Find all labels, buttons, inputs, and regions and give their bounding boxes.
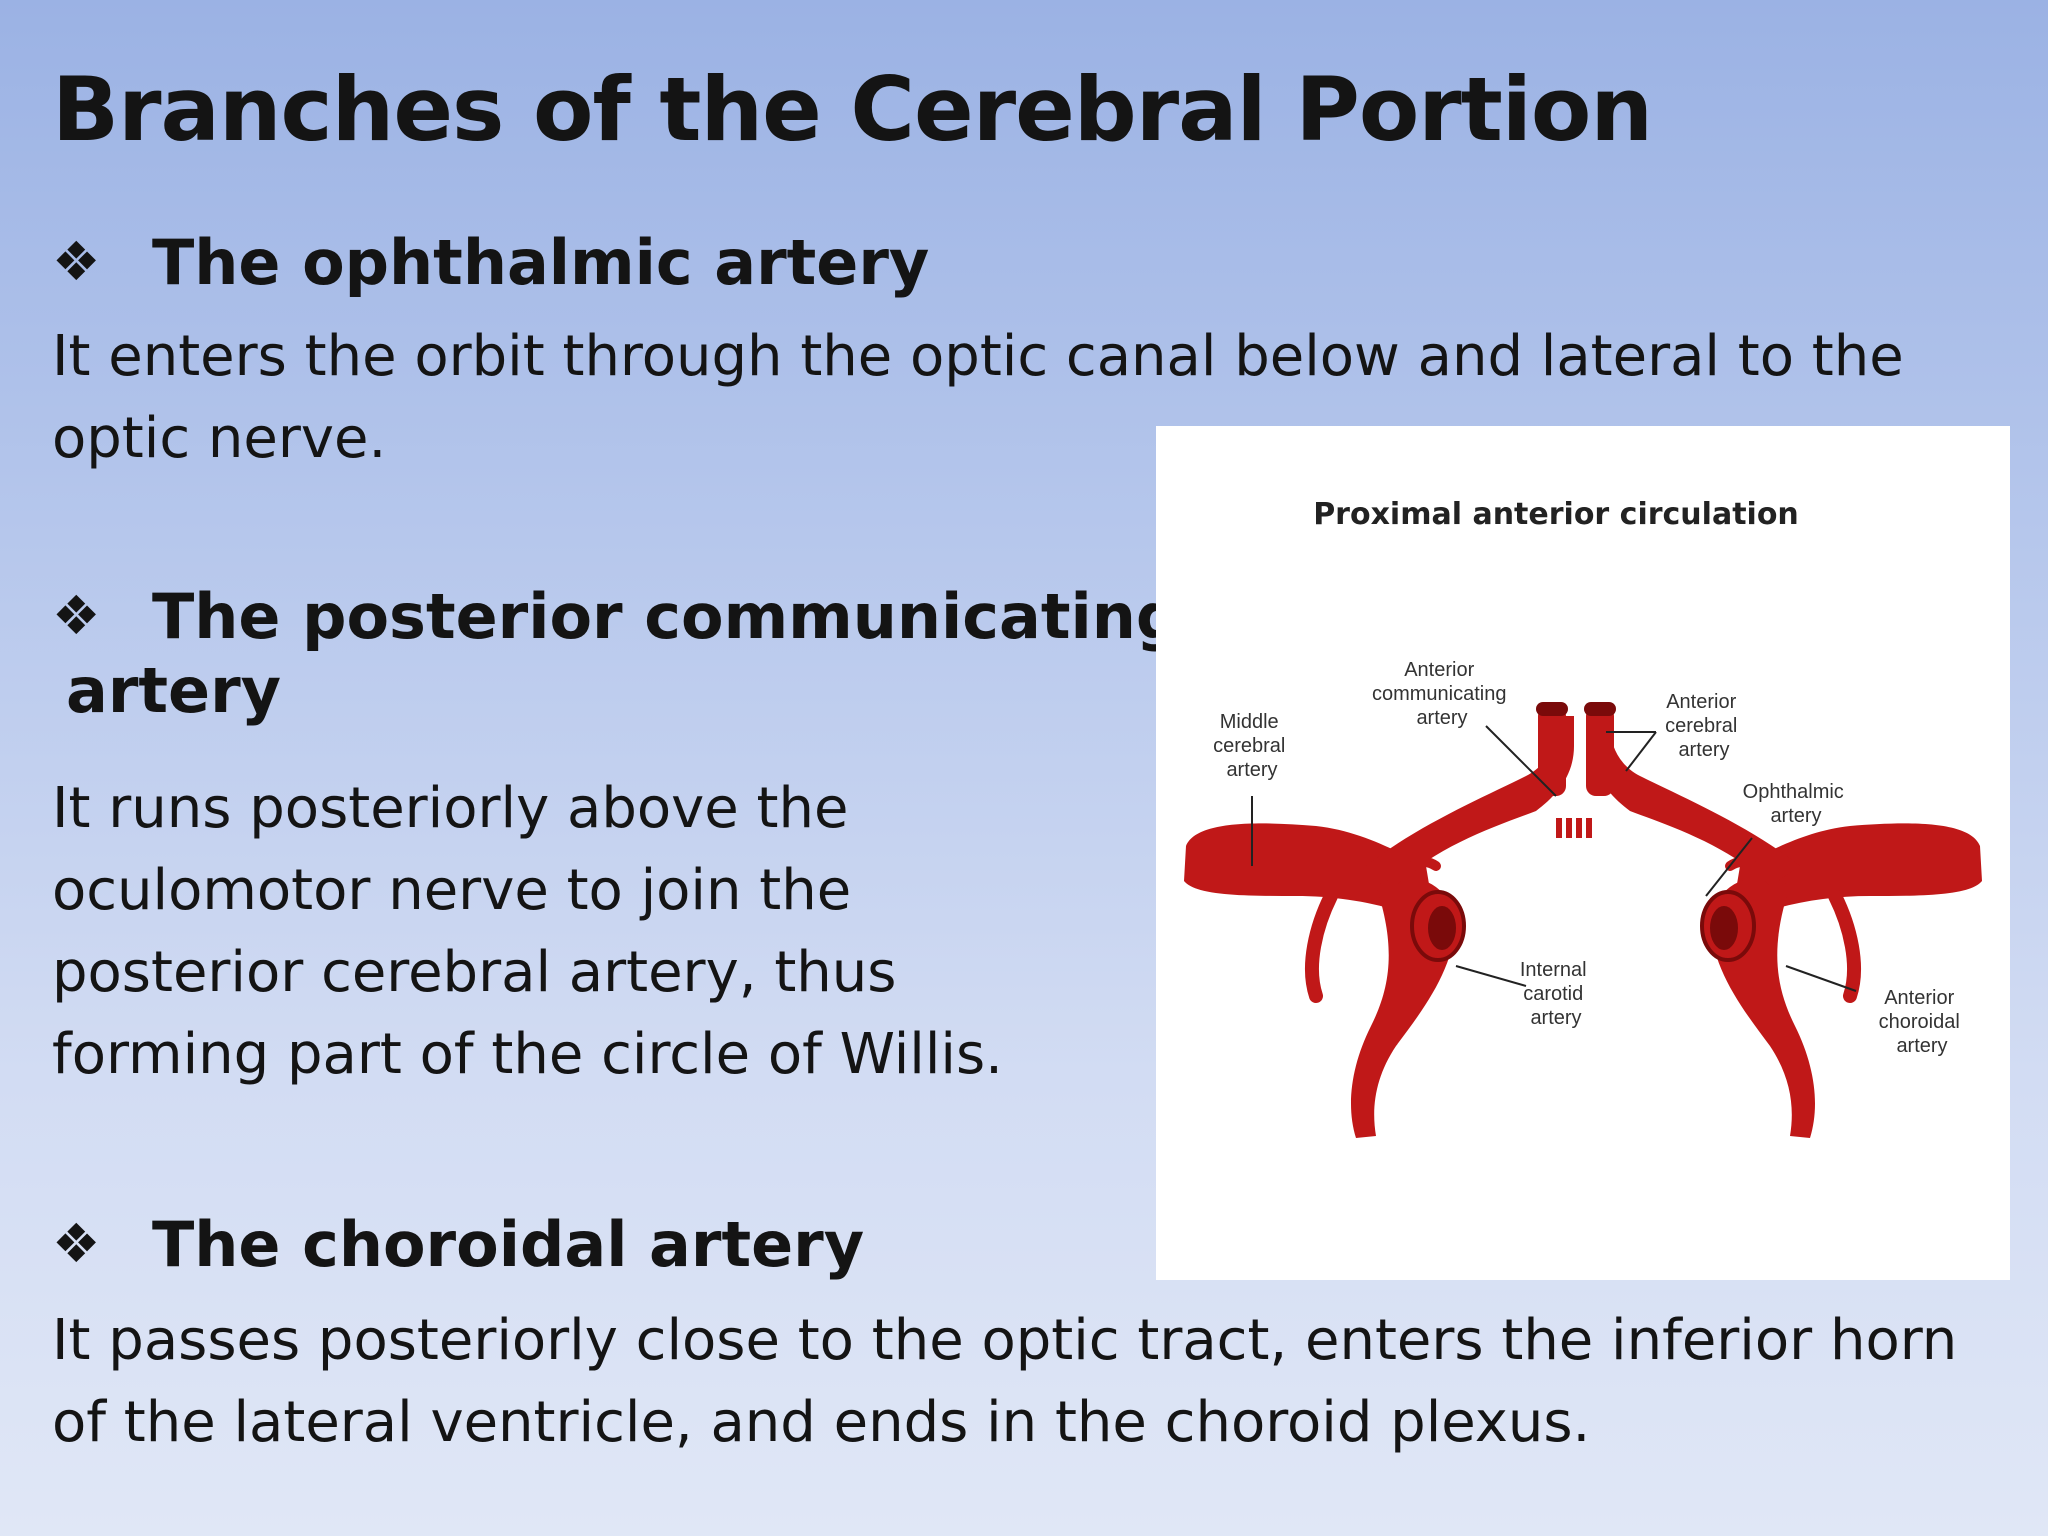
body-line: It enters the orbit through the optic ca… (52, 324, 1904, 389)
communicating-stub (1556, 818, 1562, 838)
right-aca-cut (1584, 702, 1616, 716)
right-aca-trunk (1586, 706, 1614, 796)
section-body-posterior-communicating: It runs posteriorly above the oculomotor… (52, 768, 1003, 1096)
communicating-stub (1566, 818, 1572, 838)
label-anterior-choroidal: Anterior choroidal artery (1879, 987, 1966, 1057)
body-line: optic nerve. (52, 406, 387, 471)
artery-diagram: Proximal anterior circulation (1156, 426, 2010, 1280)
artery-drawing (1184, 702, 1982, 1138)
leader-anterior-communicating (1485, 725, 1557, 797)
left-aca-trunk (1538, 706, 1566, 796)
heading-text: The ophthalmic artery (152, 226, 930, 299)
left-ophthalmic-branch (1401, 857, 1441, 886)
right-middle-cerebral-artery (1730, 823, 1982, 926)
leader-anterior-cerebral-2 (1625, 731, 1657, 772)
heading-text-cont: artery (66, 654, 282, 728)
right-ophthalmic-branch (1725, 857, 1765, 886)
left-middle-cerebral-artery (1184, 823, 1436, 926)
slide-title: Branches of the Cerebral Portion (52, 58, 1653, 161)
artery-diagram-svg: Proximal anterior circulation (1184, 497, 1982, 1138)
bullet-icon: ❖ (52, 230, 101, 293)
bullet-icon: ❖ (52, 584, 101, 647)
leader-anterior-choroidal (1785, 965, 1857, 992)
body-line: of the lateral ventricle, and ends in th… (52, 1390, 1591, 1455)
section-heading-posterior-communicating: ❖ The posterior communicating artery (52, 580, 1180, 729)
leader-ophthalmic (1705, 837, 1753, 897)
body-line: forming part of the circle of Willis. (52, 1022, 1003, 1087)
right-choroidal-branch (1828, 889, 1862, 1003)
label-anterior-cerebral: Anterior cerebral artery (1665, 691, 1743, 761)
leader-lines (1251, 725, 1857, 992)
label-ophthalmic: Ophthalmic artery (1743, 781, 1850, 827)
left-carotid-lumen (1428, 906, 1456, 950)
label-internal-carotid: Internal carotid artery (1520, 959, 1592, 1029)
body-line: It passes posteriorly close to the optic… (52, 1308, 1958, 1373)
heading-text: The posterior communicating (152, 580, 1181, 653)
label-anterior-communicating: Anterior communicating artery (1372, 659, 1512, 729)
right-carotid-lumen (1710, 906, 1738, 950)
section-heading-choroidal: ❖ The choroidal artery (52, 1208, 864, 1282)
figure-title: Proximal anterior circulation (1313, 497, 1799, 532)
communicating-stub (1586, 818, 1592, 838)
body-line: posterior cerebral artery, thus (52, 940, 897, 1005)
left-aca-cut (1536, 702, 1568, 716)
leader-internal-carotid (1455, 965, 1527, 987)
bullet-icon: ❖ (52, 1212, 101, 1275)
left-choroidal-branch (1304, 889, 1338, 1003)
section-body-choroidal: It passes posteriorly close to the optic… (52, 1300, 1957, 1464)
label-middle-cerebral: Middle cerebral artery (1213, 711, 1291, 781)
body-line: It runs posteriorly above the (52, 776, 849, 841)
section-body-ophthalmic: It enters the orbit through the optic ca… (52, 316, 1904, 480)
communicating-stub (1576, 818, 1582, 838)
heading-text: The choroidal artery (152, 1208, 865, 1281)
left-anterior-cerebral-artery (1366, 716, 1574, 886)
body-line: oculomotor nerve to join the (52, 858, 852, 923)
section-heading-ophthalmic: ❖ The ophthalmic artery (52, 226, 929, 300)
